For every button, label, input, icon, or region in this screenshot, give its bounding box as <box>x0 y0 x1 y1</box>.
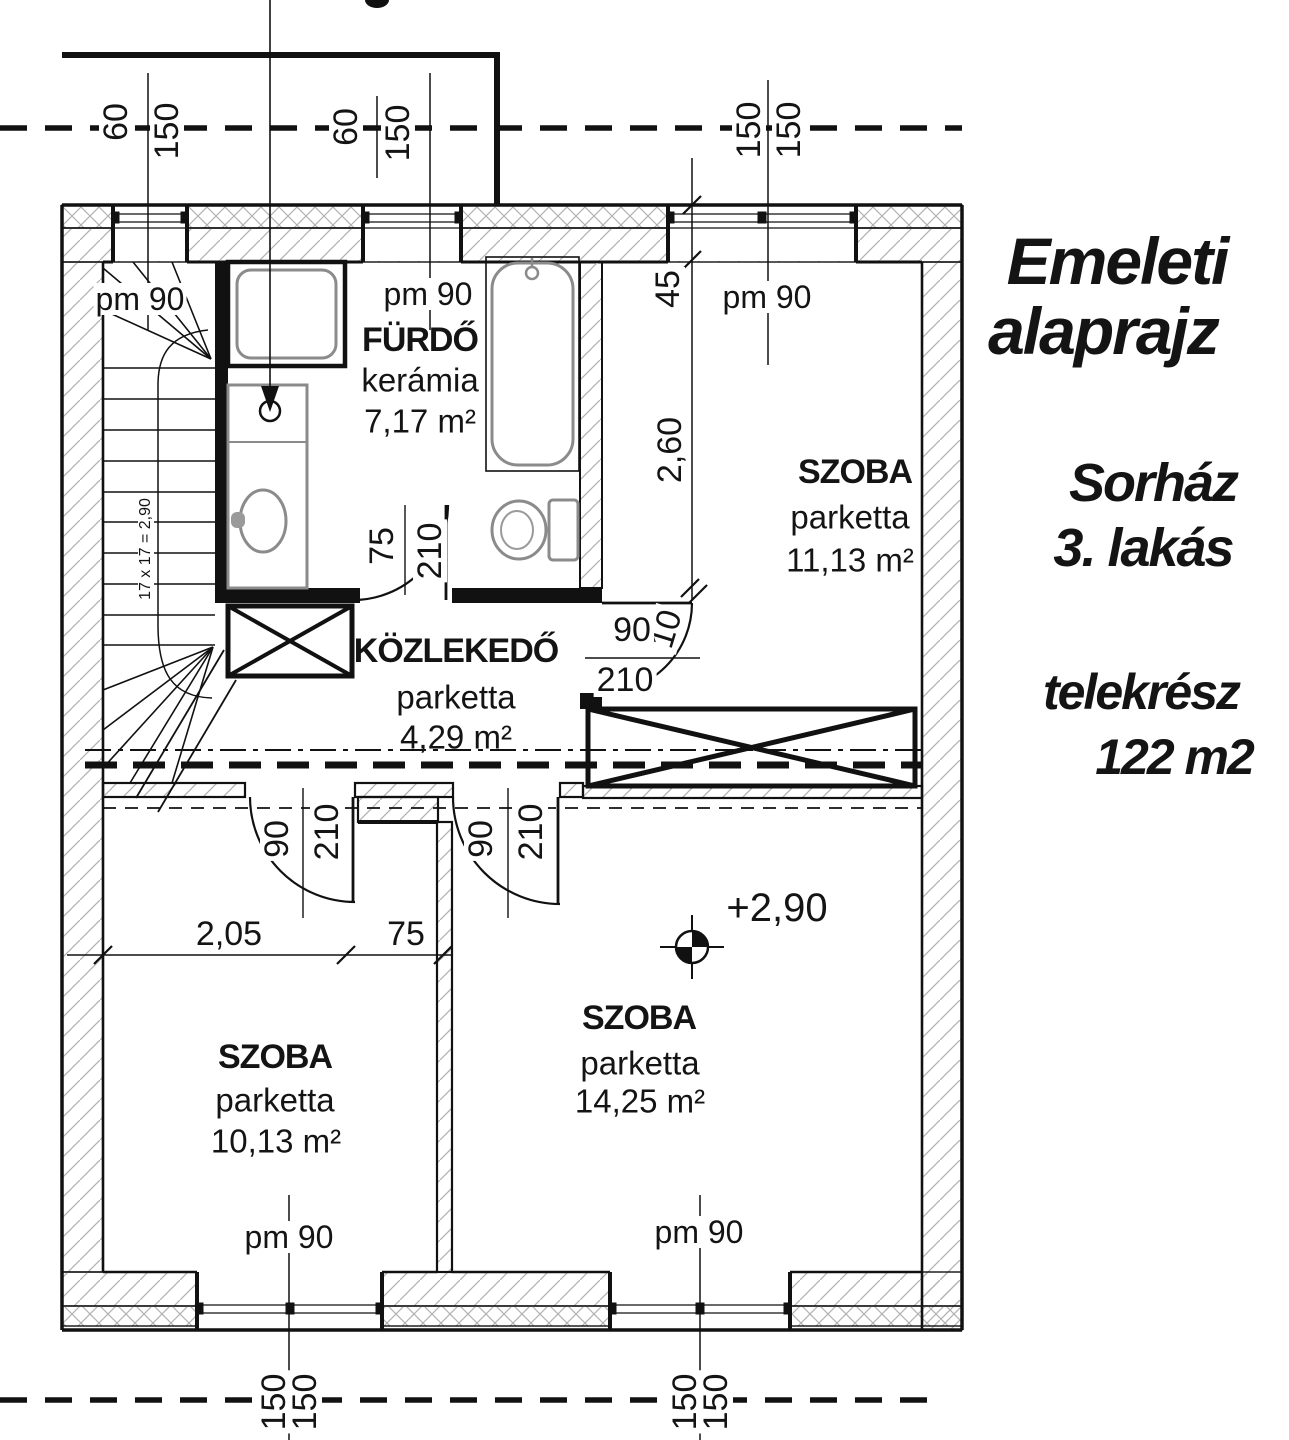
shower <box>225 259 348 369</box>
washer-box <box>225 603 355 679</box>
door-szoba-bottomright <box>451 788 561 918</box>
window-top-3 <box>666 205 858 262</box>
staircase <box>102 261 237 813</box>
door-szoba-bottomleft <box>248 788 356 918</box>
cropped-glyph <box>365 0 389 8</box>
level-marker <box>660 915 724 979</box>
windows <box>111 205 858 1330</box>
pipe-arrow <box>261 0 279 412</box>
crossed-boxes <box>225 603 918 789</box>
shaft-box <box>585 706 918 789</box>
lower-storey-outline <box>62 52 500 205</box>
window-top-2 <box>361 205 463 262</box>
centerlines <box>85 749 922 809</box>
toilet <box>490 498 580 562</box>
window-top-1 <box>111 205 189 262</box>
bathroom-fixtures <box>225 256 580 590</box>
walls <box>60 203 964 1332</box>
bathtub <box>485 256 580 472</box>
